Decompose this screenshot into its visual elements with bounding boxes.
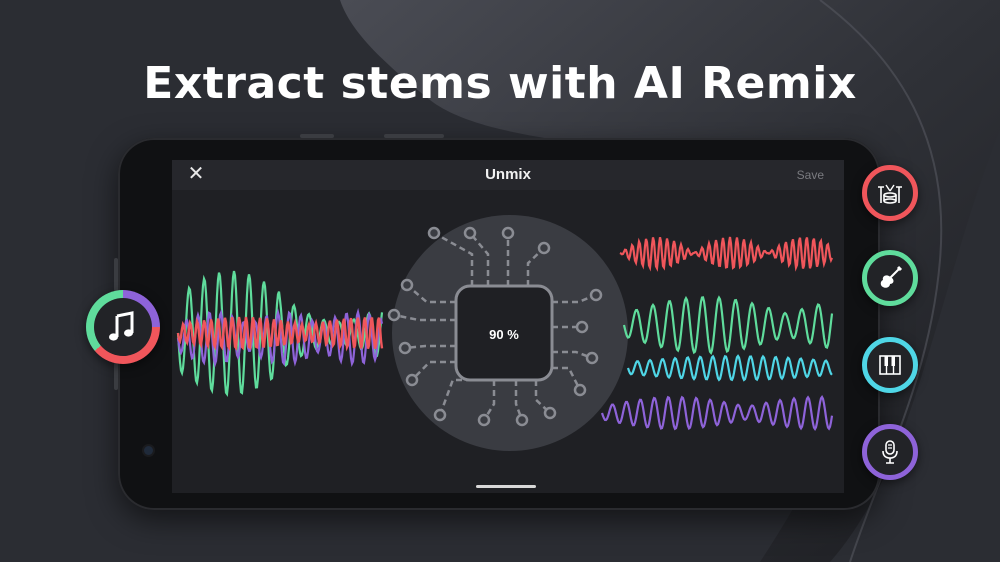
piano-stem-button[interactable] [862, 337, 918, 393]
circuit-trace [534, 380, 551, 414]
circuit-node [575, 320, 589, 334]
circuit-node [387, 308, 401, 322]
guitar-stem-button[interactable] [862, 250, 918, 306]
drums-icon [878, 184, 902, 204]
source-mix-button[interactable] [86, 290, 160, 364]
stem-wave-drums [619, 236, 834, 272]
circuit-trace [552, 366, 582, 391]
app-screen: ✕ Unmix Save 90 % [172, 160, 844, 493]
app-bar: ✕ Unmix Save [172, 160, 844, 190]
circuit-node [589, 288, 603, 302]
circuit-trace [469, 232, 490, 286]
circuit-lines [387, 226, 603, 427]
save-button[interactable]: Save [796, 168, 824, 182]
drums-stem-button[interactable] [862, 165, 918, 221]
phone-side-button [114, 360, 118, 390]
close-button[interactable]: ✕ [187, 163, 205, 185]
phone-volume-button [300, 134, 334, 138]
circuit-node [537, 241, 551, 255]
piano-icon [879, 355, 901, 375]
stem-wave-vocals [600, 394, 834, 432]
mixed-wave-red [176, 316, 384, 352]
stem-wave-guitar [622, 295, 834, 355]
front-camera [144, 446, 153, 455]
progress-box [454, 284, 554, 382]
microphone-icon [882, 440, 898, 464]
circuit-node [405, 373, 419, 387]
circuit-node [501, 226, 515, 240]
circuit-trace [438, 378, 472, 416]
headline: Extract stems with AI Remix [143, 58, 857, 109]
guitar-icon [880, 265, 903, 288]
page-title: Unmix [485, 166, 531, 183]
circuit-trace [393, 313, 456, 322]
circuit-trace [526, 247, 545, 286]
unmix-visualization: 90 % [176, 215, 834, 451]
circuit-trace [482, 380, 496, 421]
circuit-node [427, 226, 441, 240]
circuit-node [400, 278, 414, 292]
stem-waveforms [600, 236, 834, 432]
phone-power-button [384, 134, 444, 138]
circuit-node [585, 351, 599, 365]
circuit-node [573, 383, 587, 397]
circuit-trace [404, 344, 456, 350]
circuit-node [477, 413, 491, 427]
circuit-node [543, 406, 557, 420]
stem-wave-piano [626, 354, 833, 382]
circuit-node [398, 341, 412, 355]
circuit-trace [433, 231, 474, 286]
circuit-node [433, 408, 447, 422]
vocals-stem-button[interactable] [862, 424, 918, 480]
phone-side-button [114, 258, 118, 292]
circuit-node [515, 413, 529, 427]
circuit-node [463, 226, 477, 240]
home-indicator [476, 485, 536, 488]
mixed-waveform [176, 270, 384, 397]
progress-label: 90 % [489, 327, 519, 342]
music-note-icon [109, 311, 134, 341]
circuit-trace [411, 360, 456, 381]
